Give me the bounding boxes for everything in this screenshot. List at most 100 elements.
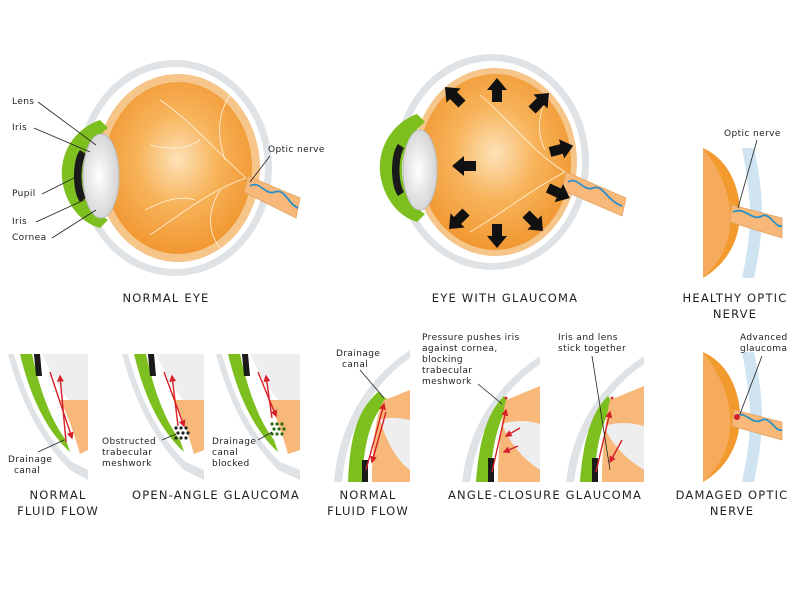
pupil xyxy=(392,144,404,196)
lens xyxy=(402,129,438,211)
label-trabecular: trabecular xyxy=(102,448,152,458)
pupil xyxy=(74,150,86,202)
caption-line-1: HEALTHY OPTIC xyxy=(683,291,788,305)
damaged-optic-nerve: Advanced glaucoma DAMAGED OPTIC NERVE xyxy=(676,333,789,518)
label-cornea: Cornea xyxy=(12,233,47,243)
caption-line-1: DAMAGED OPTIC xyxy=(676,488,789,502)
caption-normal-eye: NORMAL EYE xyxy=(122,291,209,305)
lens xyxy=(380,417,410,470)
flow-arrow xyxy=(370,411,387,464)
normal-flow-panel-1: Drainage canal NORMAL FLUID FLOW xyxy=(8,354,99,518)
caption-open-angle: OPEN-ANGLE GLAUCOMA xyxy=(132,488,300,502)
pupil xyxy=(242,354,250,376)
label-drainage: Drainage xyxy=(336,349,380,359)
label-stick-1: Iris and lens xyxy=(558,333,618,343)
label-pressure-2: against cornea, xyxy=(422,344,498,354)
caption-line-2: NERVE xyxy=(710,504,754,518)
pupil xyxy=(34,354,42,376)
ciliary xyxy=(60,400,88,454)
flow-arrow xyxy=(57,374,67,443)
label-canal: canal xyxy=(342,360,368,370)
lens xyxy=(82,133,120,219)
label-iris-bottom: Iris xyxy=(12,217,27,227)
pressure-arrow xyxy=(449,208,470,229)
flow-arrow xyxy=(49,371,74,440)
pupil xyxy=(592,458,598,482)
caption-angle-closure: ANGLE-CLOSURE GLAUCOMA xyxy=(448,488,642,502)
pupil xyxy=(148,354,156,376)
iris xyxy=(134,354,184,452)
pressure-arrow xyxy=(528,93,549,114)
iris xyxy=(348,392,388,482)
label-canal: canal xyxy=(14,466,40,476)
caption-line-2: NERVE xyxy=(713,307,757,321)
pressure-arrow xyxy=(548,139,574,159)
caption-glaucoma-eye: EYE WITH GLAUCOMA xyxy=(432,291,578,305)
label-pressure-1: Pressure pushes iris xyxy=(422,333,520,343)
label-pressure-5: meshwork xyxy=(422,377,472,387)
label-drainage: Drainage xyxy=(212,437,256,447)
stick-together-panel: Iris and lens stick together xyxy=(558,333,644,482)
pupil xyxy=(488,458,494,482)
vitreous xyxy=(104,82,252,254)
nerve-fiber xyxy=(735,413,783,431)
label-pressure-4: trabecular xyxy=(422,366,472,376)
blocked-dots xyxy=(270,422,286,436)
flow-arrow xyxy=(365,402,386,471)
meshwork-dots xyxy=(174,426,190,440)
optic-nerve xyxy=(729,204,783,239)
pressure-arrow xyxy=(452,156,476,176)
flow-arrow xyxy=(504,427,521,437)
pupil xyxy=(362,460,368,482)
lens xyxy=(604,423,644,470)
normal-flow-panel-2: Drainage canal NORMAL FLUID FLOW xyxy=(327,349,410,518)
open-angle-panels: Drainage canal NORMAL FLUID FLOW Obstruc… xyxy=(8,354,300,518)
nerve-fiber xyxy=(732,209,783,227)
flow-arrow xyxy=(263,374,273,419)
iris xyxy=(379,114,425,222)
label-lens: Lens xyxy=(12,97,34,107)
label-pupil: Pupil xyxy=(12,189,36,199)
iris xyxy=(61,120,108,228)
caption-line-2: FLUID FLOW xyxy=(327,504,409,518)
nerve-fiber xyxy=(249,183,299,209)
iris xyxy=(476,396,510,482)
label-drainage: Drainage xyxy=(8,455,52,465)
flow-arrow xyxy=(609,439,623,464)
caption-line-1: NORMAL xyxy=(339,488,396,502)
label-meshwork: meshwork xyxy=(102,459,152,469)
label-optic-nerve: Optic nerve xyxy=(724,129,781,139)
optic-nerve xyxy=(243,175,301,219)
label-iris-top: Iris xyxy=(12,123,27,133)
label-blocked: blocked xyxy=(212,459,250,469)
iris xyxy=(20,354,70,452)
flow-arrow xyxy=(257,371,278,418)
pressure-arrows xyxy=(445,78,574,248)
pressure-arrow xyxy=(487,78,507,102)
label-advanced: Advanced xyxy=(740,333,788,343)
drainage-blocked-panel: Drainage canal blocked xyxy=(212,354,300,482)
ciliary xyxy=(174,400,204,454)
flow-arrow xyxy=(595,410,613,473)
nerve-fiber xyxy=(567,179,623,207)
caption-line-1: NORMAL xyxy=(29,488,86,502)
angle-closure-panels: Drainage canal NORMAL FLUID FLOW Pressur… xyxy=(327,333,644,518)
healthy-optic-nerve: Optic nerve HEALTHY OPTIC NERVE xyxy=(683,129,788,321)
pressure-arrow xyxy=(487,224,507,248)
label-optic-nerve: Optic nerve xyxy=(268,145,325,155)
flow-arrow xyxy=(163,371,186,428)
flow-arrow xyxy=(491,408,509,473)
pressure-arrow xyxy=(445,87,466,108)
normal-eye: Lens Iris Pupil Iris Cornea Optic nerve … xyxy=(12,60,325,305)
glaucoma-eye: EYE WITH GLAUCOMA xyxy=(379,54,627,305)
label-glaucoma: glaucoma xyxy=(740,344,787,354)
caption-line-2: FLUID FLOW xyxy=(17,504,99,518)
obstructed-meshwork-panel: Obstructed trabecular meshwork xyxy=(102,354,204,482)
pressure-arrow xyxy=(522,210,543,231)
label-pressure-3: blocking xyxy=(422,355,463,365)
damage-spot xyxy=(734,414,740,420)
flow-arrow xyxy=(169,374,179,427)
label-obstructed: Obstructed xyxy=(102,437,156,447)
iris xyxy=(228,354,278,452)
